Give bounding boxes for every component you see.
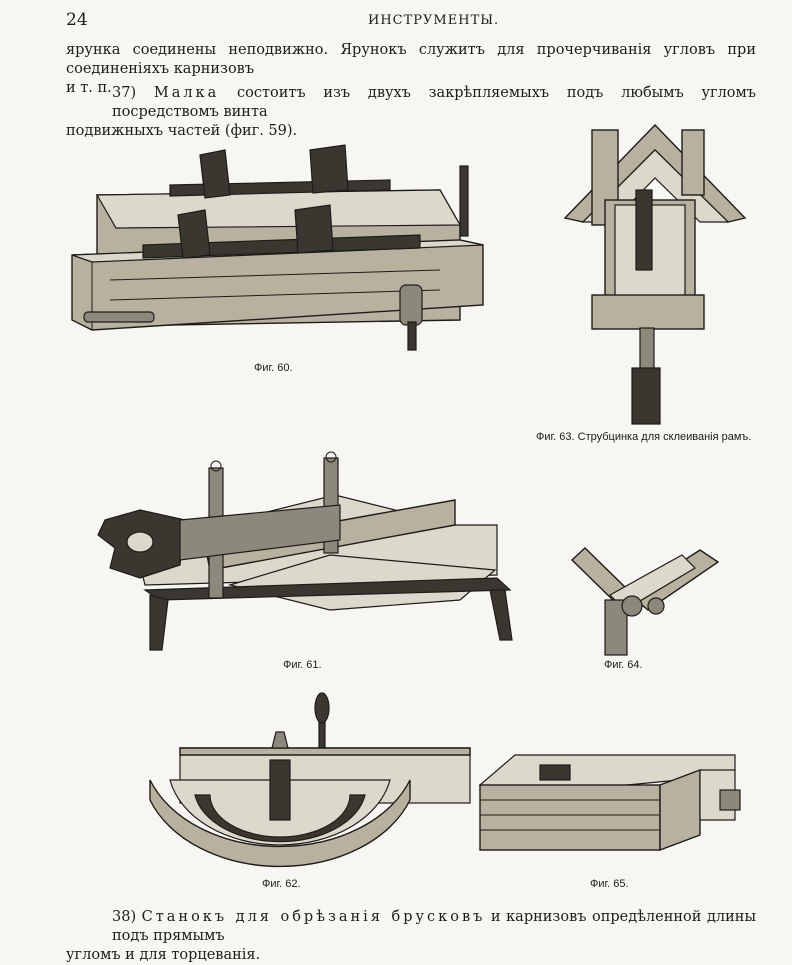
- item-term: Станокъ для обрѣзанія брусковъ: [141, 909, 486, 925]
- item-number: 37): [112, 85, 137, 101]
- caption-fig-60: Фиг. 60.: [254, 362, 293, 374]
- running-head: ИНСТРУМЕНТЫ.: [368, 13, 500, 28]
- paragraph-line: состоитъ изъ двухъ закрѣпляемыхъ подъ лю…: [112, 85, 757, 120]
- paragraph-38: 38) Станокъ для обрѣзанія брусковъ и кар…: [66, 908, 756, 965]
- caption-fig-64: Фиг. 64.: [604, 659, 643, 671]
- item-term: Малка: [153, 85, 220, 101]
- caption-fig-63: Фиг. 63. Струбцинка для склеиванія рамъ.: [536, 431, 752, 443]
- paragraph-line: и т. п.: [66, 80, 112, 96]
- paragraph-line: ярунка соединены неподвижно. Ярунокъ слу…: [66, 42, 756, 77]
- paragraph-37: 37) Малка состоитъ изъ двухъ закрѣпляемы…: [66, 84, 756, 141]
- item-number: 38): [112, 909, 137, 925]
- paragraph-line: и карнизовъ опредѣленной длины подъ прям…: [112, 909, 757, 944]
- caption-fig-62: Фиг. 62.: [262, 878, 301, 890]
- caption-fig-65: Фиг. 65.: [590, 878, 629, 890]
- page-number: 24: [66, 10, 88, 30]
- paragraph-continuation: ярунка соединены неподвижно. Ярунокъ слу…: [66, 41, 756, 98]
- paragraph-line: угломъ и для торцеванія.: [66, 947, 261, 963]
- caption-fig-61: Фиг. 61.: [283, 659, 322, 671]
- paragraph-line: подвижныхъ частей (фиг. 59).: [66, 123, 298, 139]
